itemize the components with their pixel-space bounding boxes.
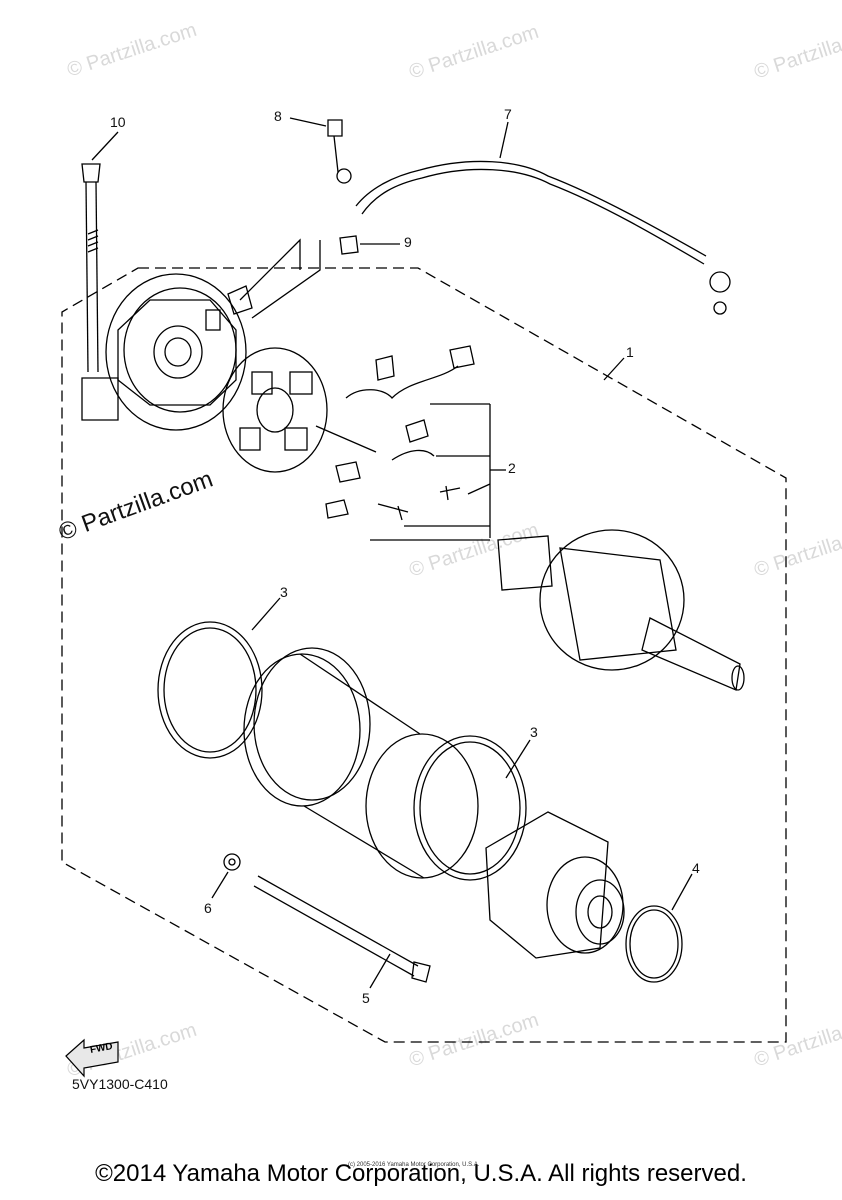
copyright-footer: ©2014 Yamaha Motor Corporation, U.S.A. A…: [95, 1160, 747, 1187]
callout-9: 9: [404, 234, 412, 250]
o-ring-3b: [413, 735, 527, 881]
yoke: [243, 647, 479, 879]
callout-8: 8: [274, 108, 282, 124]
armature: [497, 529, 745, 691]
through-bolt-5: [253, 875, 431, 983]
callout-1: 1: [626, 344, 634, 360]
o-ring-3a: [157, 621, 263, 759]
bolt-10: [81, 131, 119, 373]
callout-10: 10: [110, 114, 126, 130]
callout-3b: 3: [530, 724, 538, 740]
washer-6: [223, 853, 241, 871]
fine-print: (c) 2005-2016 Yamaha Motor Corporation, …: [348, 1162, 480, 1168]
callout-2: 2: [508, 460, 516, 476]
fwd-arrow: [65, 1038, 119, 1078]
diagram-code: 5VY1300-C410: [72, 1076, 168, 1092]
brush-plate: [222, 347, 328, 473]
callout-6: 6: [204, 900, 212, 916]
callout-7: 7: [504, 106, 512, 122]
terminal-hardware: [239, 117, 731, 319]
callout-5: 5: [362, 990, 370, 1006]
callout-4: 4: [692, 860, 700, 876]
callout-3a: 3: [280, 584, 288, 600]
rear-cover: [81, 273, 253, 431]
front-cover: [485, 811, 625, 959]
o-ring-4: [625, 905, 683, 983]
brush-set: [315, 345, 506, 541]
assembly-boundary: [61, 267, 787, 1043]
